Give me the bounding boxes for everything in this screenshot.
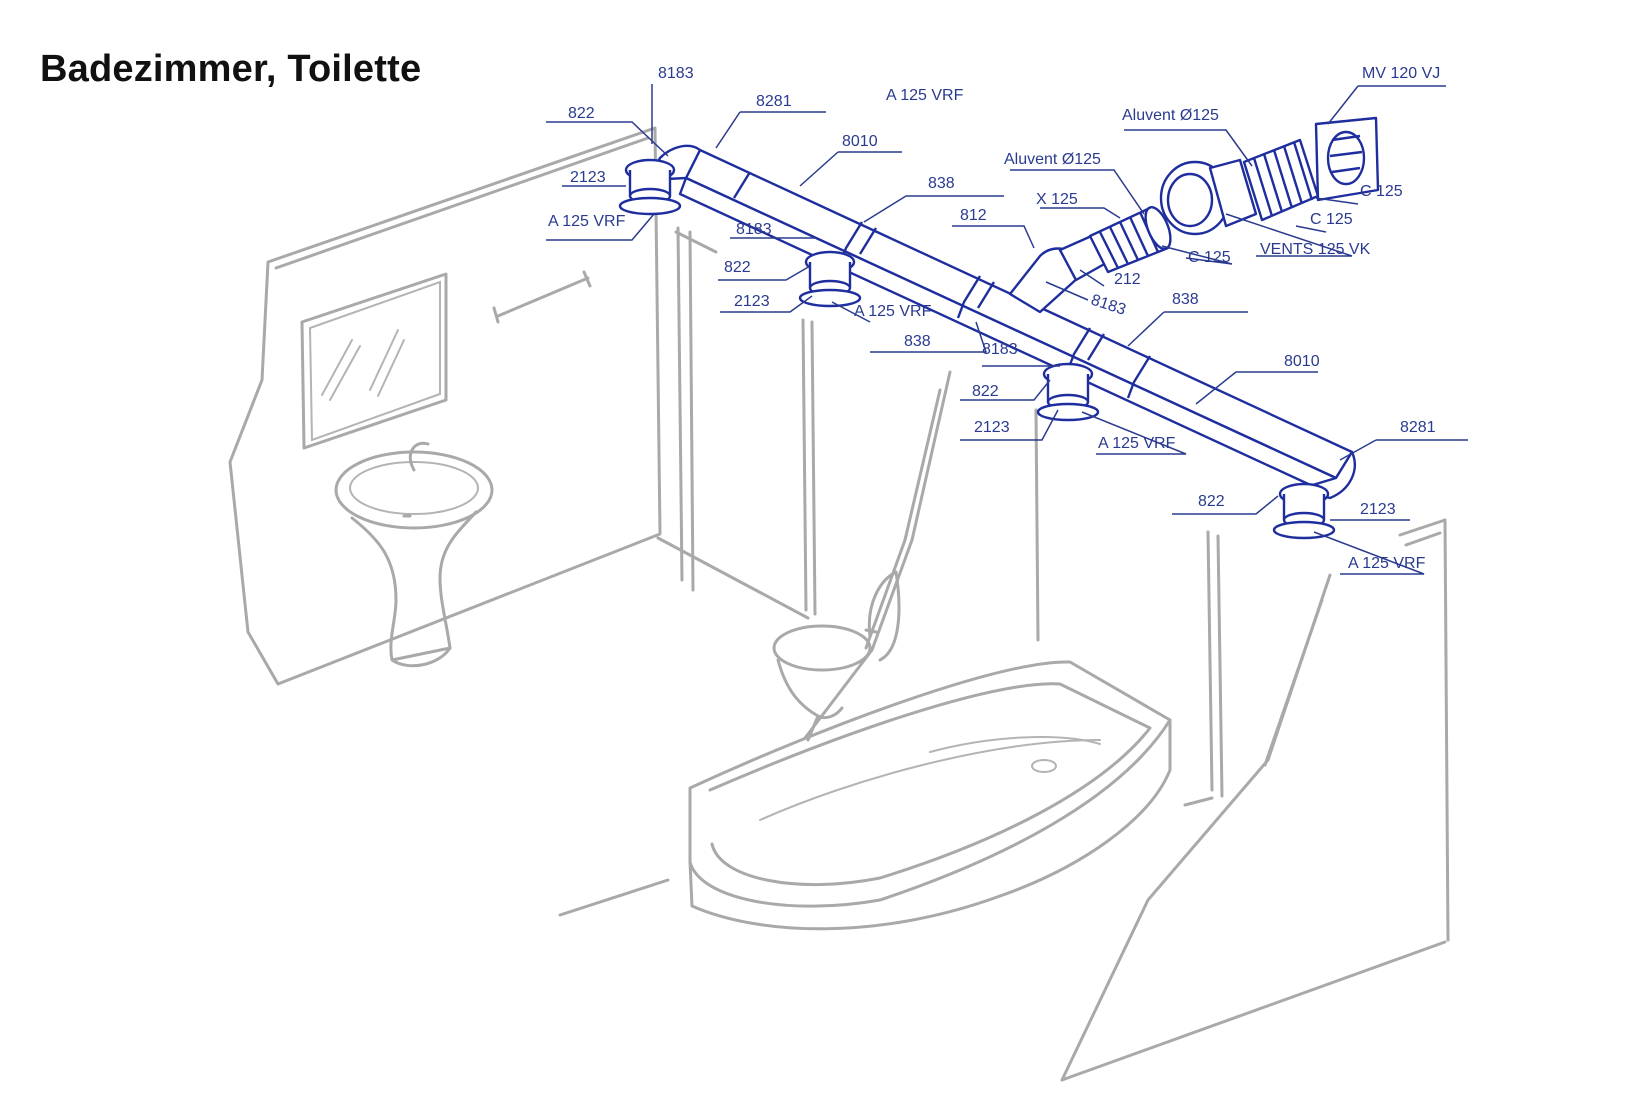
part-label: A 125 VRF bbox=[1348, 555, 1426, 572]
ceiling-outlet-2 bbox=[798, 250, 862, 308]
part-label: 2123 bbox=[734, 293, 770, 310]
part-label: C 125 bbox=[1360, 183, 1403, 200]
duct-joint bbox=[858, 227, 878, 255]
part-label: Aluvent Ø125 bbox=[1122, 107, 1219, 124]
part-label: 838 bbox=[928, 175, 955, 192]
mirror bbox=[300, 272, 448, 450]
duct-joint bbox=[976, 281, 996, 309]
part-label: 8183 bbox=[658, 65, 694, 82]
part-label: 2123 bbox=[974, 419, 1010, 436]
flexible-duct-aluvent bbox=[1242, 138, 1320, 222]
part-label: 8183 bbox=[736, 221, 772, 238]
ceiling-outlet-1 bbox=[618, 158, 682, 216]
diagram-title: Badezimmer, Toilette bbox=[40, 48, 422, 90]
part-label: MV 120 VJ bbox=[1362, 65, 1440, 82]
part-label: A 125 VRF bbox=[1098, 435, 1176, 452]
part-label: 8281 bbox=[1400, 419, 1436, 436]
toilet bbox=[772, 570, 901, 742]
part-label: 822 bbox=[1198, 493, 1225, 510]
part-label: A 125 VRF bbox=[548, 213, 626, 230]
part-label: 8010 bbox=[842, 133, 878, 150]
flexible-duct-x125 bbox=[1088, 206, 1172, 274]
part-label: Aluvent Ø125 bbox=[1004, 151, 1101, 168]
part-label: 212 bbox=[1114, 271, 1141, 288]
part-label: 8183 bbox=[1089, 292, 1128, 319]
part-label: 8183 bbox=[982, 341, 1018, 358]
bathtub bbox=[688, 660, 1172, 931]
duct-joint bbox=[1126, 355, 1152, 399]
part-label: 2123 bbox=[1360, 501, 1396, 518]
duct-joint bbox=[732, 171, 752, 199]
part-label: VENTS 125 VK bbox=[1260, 241, 1371, 258]
ceiling-outlet-4 bbox=[1272, 482, 1336, 540]
duct-joint bbox=[956, 275, 982, 319]
ceiling-outlet-3 bbox=[1036, 362, 1100, 422]
part-label: C 125 bbox=[1188, 249, 1231, 266]
part-label: 822 bbox=[972, 383, 999, 400]
part-label: 838 bbox=[1172, 291, 1199, 308]
part-label: 2123 bbox=[570, 169, 606, 186]
leader-lines bbox=[546, 84, 1468, 575]
inline-fan-vents bbox=[1159, 158, 1258, 236]
part-label: C 125 bbox=[1310, 211, 1353, 228]
sink bbox=[334, 441, 494, 668]
part-label: 838 bbox=[904, 333, 931, 350]
part-label: A 125 VRF bbox=[886, 87, 964, 104]
part-label: A 125 VRF bbox=[854, 303, 932, 320]
part-labels: 8183 822 8281 A 125 VRF 8010 2123 A 125 … bbox=[548, 65, 1440, 572]
towel-bar bbox=[492, 270, 592, 324]
part-label: 822 bbox=[568, 105, 595, 122]
part-label: 8010 bbox=[1284, 353, 1320, 370]
part-label: X 125 bbox=[1036, 191, 1078, 208]
duct-joint bbox=[1086, 333, 1106, 361]
duct-system bbox=[618, 116, 1380, 540]
part-label: 822 bbox=[724, 259, 751, 276]
part-label: 812 bbox=[960, 207, 987, 224]
part-label: 8281 bbox=[756, 93, 792, 110]
wall-grille-mv120 bbox=[1314, 116, 1380, 202]
room-sketch bbox=[228, 126, 1450, 1082]
